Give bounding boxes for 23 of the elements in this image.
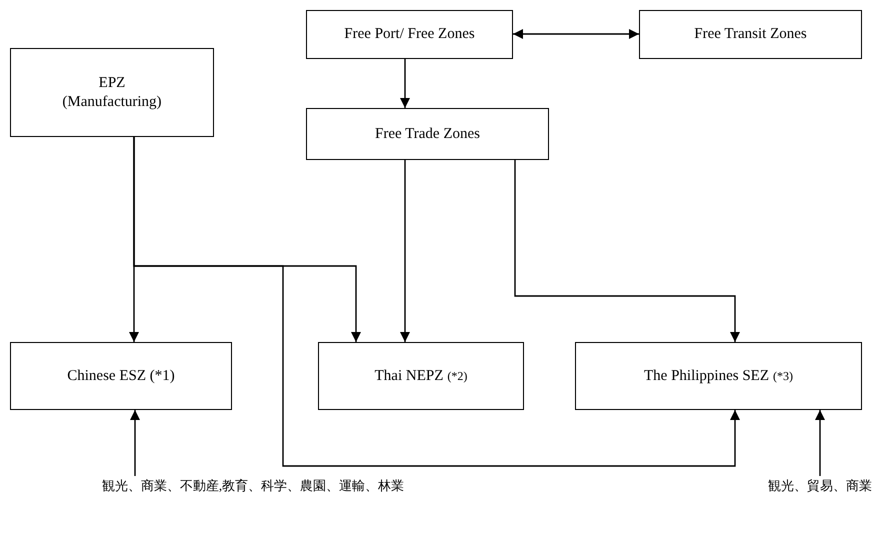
process-box <box>10 342 232 410</box>
box-label: Thai NEPZ <box>374 366 444 386</box>
arrow <box>130 410 140 476</box>
process-box <box>306 10 513 59</box>
box-label: Free Port/ Free Zones <box>344 25 475 44</box>
box-label: The Philippines SEZ <box>644 366 769 386</box>
arrow <box>400 59 410 108</box>
arrow <box>133 137 740 467</box>
footnote-mark: (*2) <box>447 368 468 384</box>
process-box <box>318 342 524 410</box>
arrow <box>514 160 740 342</box>
arrow <box>400 160 410 342</box>
process-box <box>575 342 862 410</box>
box-label: EPZ (Manufacturing) <box>61 74 163 112</box>
process-box <box>306 108 549 160</box>
process-box <box>639 10 862 59</box>
box-label: Chinese ESZ (*1) <box>67 366 175 386</box>
box-label: Free Transit Zones <box>694 25 807 44</box>
arrow <box>513 29 639 39</box>
footnote-mark: (*3) <box>773 368 793 384</box>
arrow <box>815 410 825 476</box>
box-label: Free Trade Zones <box>375 124 480 144</box>
process-box <box>10 48 214 137</box>
